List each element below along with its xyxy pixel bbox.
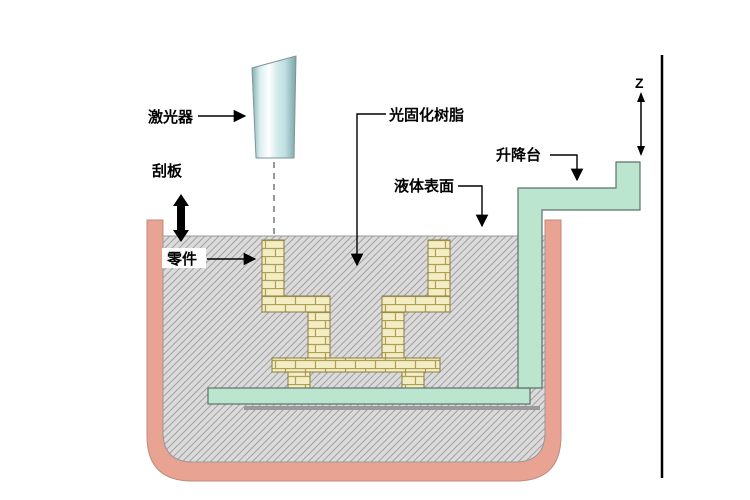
laser-head [251,55,297,159]
part-label: 零件 [166,250,197,268]
part-label-bg [162,248,206,268]
printed-part [261,239,451,389]
part-right-step [381,295,451,313]
surface-label: 液体表面 [394,177,454,195]
laser-label: 激光器 [148,108,194,126]
part-right-column [427,239,451,303]
part-left-inner-column [307,311,331,361]
liquid-resin [162,235,546,463]
resin-arrow [350,113,386,267]
scraper-label: 刮板 [152,162,183,180]
part-right-inner-column [381,311,405,361]
platform-shadow-line [244,406,540,410]
z-axis-arrow [637,92,645,156]
part-left-column [261,239,285,303]
z-axis-label: Z [635,75,644,91]
part-right-leg [401,371,425,389]
build-platform-plate [207,387,531,405]
part-cross-bar [271,357,441,373]
part-left-leg [287,371,311,389]
resin-label: 光固化树脂 [388,106,464,124]
platform-label: 升降台 [496,146,541,164]
part-left-step [261,295,331,313]
scraper-arrow [173,194,189,242]
platform-arrow [550,154,584,182]
lift-arm [517,161,641,389]
surface-arrow [458,185,489,228]
